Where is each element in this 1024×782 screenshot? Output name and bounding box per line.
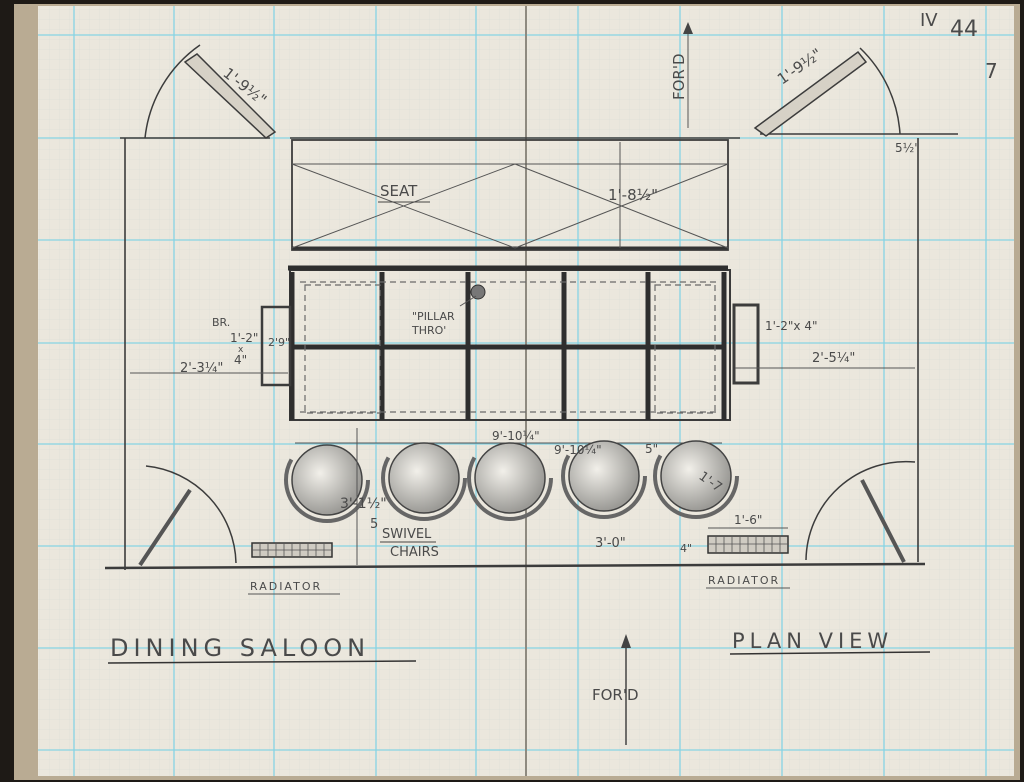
- window-left: [260, 305, 292, 387]
- forward-arrow-bottom: FOR'D: [592, 634, 639, 745]
- label-radiator-right: RADIATOR: [708, 574, 780, 587]
- page-title: DINING SALOON: [110, 634, 370, 662]
- dim-right-clear: 2'-5¼": [812, 351, 855, 366]
- dim-window-left-x: x: [238, 345, 244, 355]
- radiator-right: [707, 535, 789, 554]
- page-number-sub: 7: [985, 59, 998, 83]
- label-radiator-left: RADIATOR: [250, 580, 322, 593]
- page-subtitle: PLAN VIEW: [732, 629, 893, 653]
- label-chairs: CHAIRS: [390, 545, 439, 560]
- dim-chair-gap: 5": [645, 442, 658, 456]
- door-bottom-left: [138, 465, 237, 567]
- label-pillar-thro: THRO': [411, 324, 446, 337]
- dim-right-gap: 5½": [895, 141, 920, 155]
- label-swivel: SWIVEL: [382, 527, 432, 542]
- chair: [284, 437, 370, 523]
- dim-seat-depth: 1'-8½": [608, 186, 658, 204]
- svg-text:FOR'D: FOR'D: [592, 686, 639, 704]
- dim-chair-depth: 3'-1½": [340, 496, 387, 512]
- chair: [653, 433, 739, 519]
- door-top-right: [753, 47, 901, 137]
- swivel-chairs: [284, 433, 739, 523]
- table: [288, 265, 731, 421]
- svg-text:FOR'D: FOR'D: [670, 53, 688, 100]
- window-right: [732, 303, 760, 385]
- dim-radiator-height: 4": [680, 542, 692, 555]
- chair: [561, 433, 647, 519]
- door-bottom-right: [805, 460, 916, 563]
- room-outline: [104, 133, 958, 570]
- dim-window-right: 1'-2"x 4": [765, 319, 818, 333]
- chair: [467, 435, 553, 521]
- label-seat: SEAT: [380, 182, 418, 200]
- label-pillar: "PILLAR: [412, 310, 455, 323]
- page-number: 44: [950, 17, 978, 42]
- chair: [381, 435, 467, 521]
- dim-left-clear: 2'-3¼": [180, 361, 223, 376]
- dim-table-length-2: 9'-10¼": [554, 443, 602, 457]
- seat: [291, 139, 729, 251]
- dim-radiator-length: 1'-6": [734, 513, 762, 527]
- door-top-left: [144, 44, 277, 139]
- forward-arrow-top: FOR'D: [670, 22, 693, 128]
- page-number-roman: IV: [920, 10, 938, 31]
- dim-chair-span: 3'-0": [595, 536, 626, 551]
- label-br: BR.: [212, 316, 230, 329]
- dim-window-left-b: 4": [234, 353, 247, 367]
- dim-window-left-h: 2'9": [268, 336, 290, 349]
- dim-window-left: 1'-2": [230, 331, 258, 345]
- radiator-left: [251, 542, 333, 558]
- dim-chair-depth-2: 5: [370, 517, 378, 532]
- dim-table-length: 9'-10¼": [492, 429, 540, 443]
